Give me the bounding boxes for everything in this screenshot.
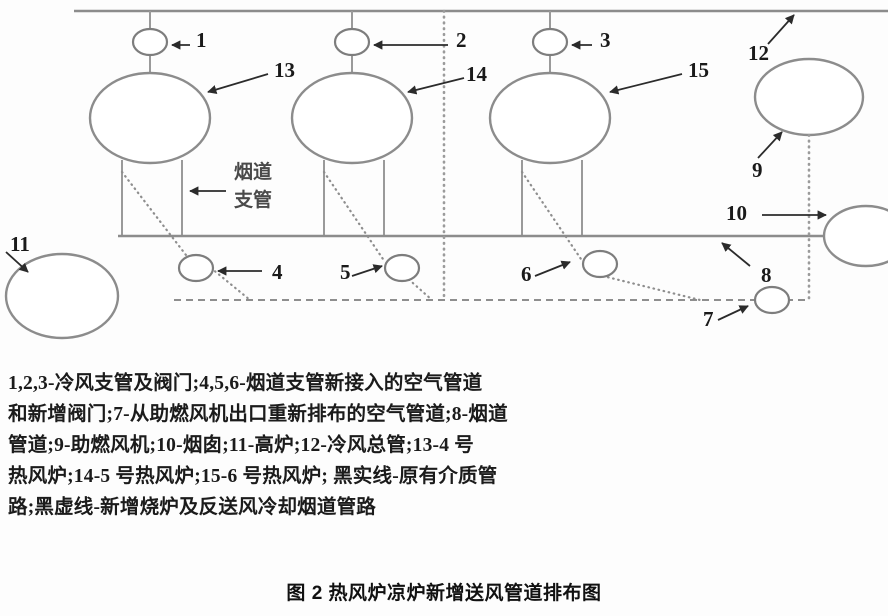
new-air-line-4 (120, 170, 198, 270)
callout-2: 2 (456, 28, 467, 52)
combustion-blower-9 (753, 57, 865, 137)
blast-furnace-11 (4, 252, 120, 340)
cold-blast-branch-valve-3 (531, 27, 569, 57)
legend-line-1: 1,2,3-冷风支管及阀门;4,5,6-烟道支管新接入的空气管道 (8, 373, 483, 394)
chimney-10 (822, 204, 888, 268)
legend-line-5: 路;黑虚线-新增烧炉及反送风冷却烟道管路 (8, 497, 376, 518)
callout-13: 13 (274, 58, 295, 82)
callout-11: 11 (10, 232, 30, 256)
callout-5: 5 (340, 260, 351, 284)
callout-14: 14 (466, 62, 488, 86)
new-air-line-5 (322, 170, 387, 264)
callout-9: 9 (752, 158, 763, 182)
leader-14 (407, 77, 465, 95)
hot-blast-stove-13 (88, 71, 212, 165)
leader-13 (207, 73, 269, 95)
callout-12: 12 (748, 41, 769, 65)
new-air-line-4b (209, 266, 252, 302)
figure-caption: 图 2 热风炉凉炉新增送风管道排布图 (286, 583, 602, 604)
cold-blast-branch-valve-2 (333, 27, 371, 57)
leader-12 (767, 14, 795, 45)
callout-3: 3 (600, 28, 611, 52)
leader-11 (5, 251, 29, 273)
legend-line-2: 和新增阀门;7-从助燃风机出口重新排布的空气管道;8-烟道 (8, 404, 508, 425)
redistributed-air-valve-7 (753, 285, 791, 315)
callout-15: 15 (688, 58, 709, 82)
leader-7 (717, 305, 749, 321)
leader-15 (609, 73, 683, 95)
flue-branch-label-line1: 烟道 (234, 160, 272, 183)
callout-4: 4 (272, 260, 283, 284)
leader-5 (351, 264, 383, 277)
new-air-line-6b (601, 274, 702, 302)
figure-legend: 1,2,3-冷风支管及阀门;4,5,6-烟道支管新接入的空气管道 和新增阀门;7… (8, 368, 880, 523)
leader-9 (757, 131, 783, 159)
diagram-canvas: 1 2 3 4 5 6 7 8 9 10 11 12 13 14 15 烟道 支… (4, 9, 888, 340)
hot-blast-stove-15 (488, 71, 612, 165)
new-air-valve-6 (581, 249, 619, 279)
legend-line-3: 管道;9-助燃风机;10-烟囱;11-高炉;12-冷风总管;13-4 号 (8, 435, 474, 456)
leader-8 (721, 242, 751, 267)
callout-7: 7 (703, 307, 714, 331)
hot-blast-stove-14 (290, 71, 414, 165)
cold-blast-branch-valve-1 (131, 27, 169, 57)
new-air-line-6 (520, 170, 585, 264)
flue-branch-label-line2: 支管 (233, 188, 272, 211)
callout-8: 8 (761, 263, 772, 287)
new-air-valve-4 (177, 253, 215, 283)
new-air-valve-5 (383, 253, 421, 283)
callout-10: 10 (726, 201, 747, 225)
legend-line-4: 热风炉;14-5 号热风炉;15-6 号热风炉; 黑实线-原有介质管 (8, 466, 498, 487)
leader-6 (534, 260, 571, 277)
callout-6: 6 (521, 262, 532, 286)
callout-1: 1 (196, 28, 207, 52)
